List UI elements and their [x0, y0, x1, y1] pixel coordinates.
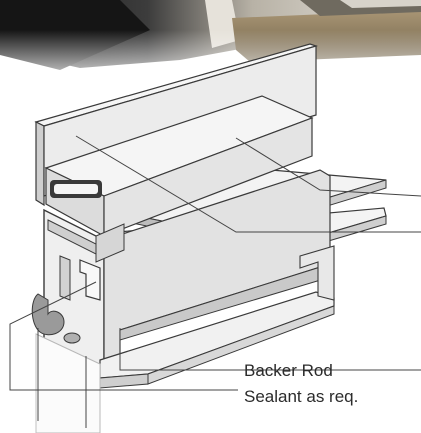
leader-inner-glass [75, 135, 421, 233]
leader-backer-rod [9, 281, 238, 391]
leader-frame [119, 328, 421, 371]
backer-rod-label: Backer Rod [244, 361, 333, 380]
leader-lines [9, 135, 421, 428]
frame-bottom-leg [99, 245, 335, 389]
frame-extrusion [43, 169, 335, 380]
sealant-label: Sealant as req. [244, 387, 359, 406]
substrate-wall [35, 333, 101, 433]
backer-rod [63, 332, 81, 344]
sealant-bead [31, 293, 65, 336]
leader-outer-glass [235, 137, 421, 197]
